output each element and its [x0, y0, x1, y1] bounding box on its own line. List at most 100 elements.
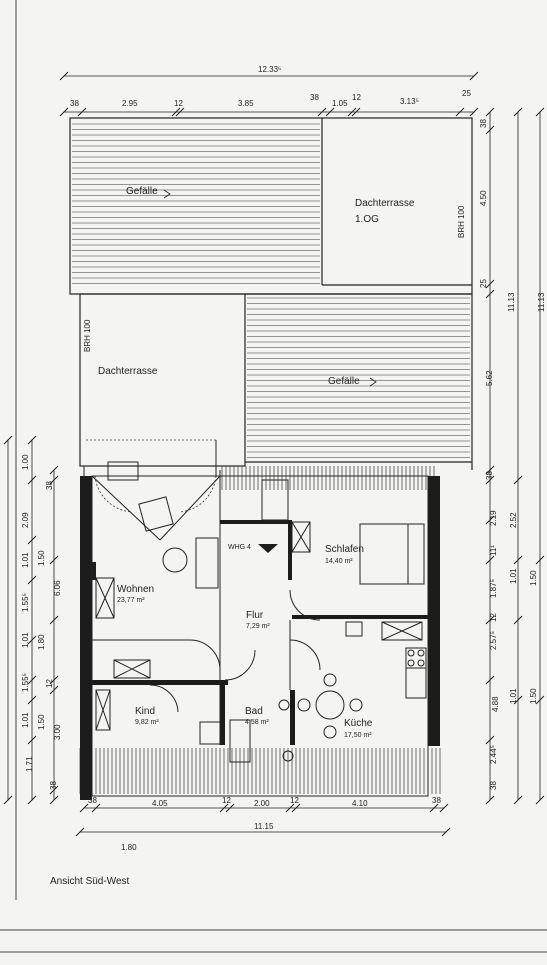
area-kind: 9,82 m²	[135, 719, 159, 726]
dimension-tick	[441, 827, 451, 837]
dimension-tick	[49, 465, 59, 475]
dimension-tick	[485, 475, 495, 485]
label-wohnen: Wohnen	[117, 584, 154, 595]
dim-left-2: 2.09	[21, 512, 30, 528]
area-bad: 4,58 m²	[245, 719, 269, 726]
dim-left-m5: 1.50	[37, 714, 46, 730]
dimension-tick	[27, 535, 37, 545]
dimension-ticks	[3, 71, 545, 837]
dimension-tick	[75, 827, 85, 837]
dim-left-m2: 1.50	[37, 550, 46, 566]
dimension-tick	[535, 555, 545, 565]
dim-bottom-7: 38	[432, 796, 441, 805]
dimension-tick	[439, 803, 449, 813]
dimension-tick	[291, 803, 301, 813]
dimension-tick	[513, 475, 523, 485]
dim-right-7: 11¹	[489, 545, 498, 556]
dimension-tick	[485, 465, 495, 475]
dimension-tick	[27, 475, 37, 485]
dimension-tick	[59, 71, 69, 81]
dim-top-7: 12	[352, 93, 361, 102]
dim-left-5: 1.01	[21, 632, 30, 648]
dim-right-s5: 1.50	[529, 688, 538, 704]
dim-top-6: 1.05	[332, 99, 348, 108]
dim-left-8: 1.71	[25, 756, 34, 772]
dimension-tick	[351, 107, 361, 117]
dim-right-s3: 1.50	[529, 570, 538, 586]
dim-top-8: 3.13⁵	[400, 97, 419, 106]
dimension-tick	[485, 279, 495, 289]
dim-bottom-1: 38	[88, 796, 97, 805]
dim-right-3: 25	[479, 279, 488, 288]
dimension-tick	[513, 107, 523, 117]
dimension-tick	[27, 795, 37, 805]
dimension-tick	[49, 475, 59, 485]
dimension-tick	[175, 107, 185, 117]
dimension-tick	[485, 675, 495, 685]
dim-right-t1: 11.13	[507, 292, 516, 312]
dimension-tick	[535, 107, 545, 117]
dim-bottom-6: 4.10	[352, 799, 368, 808]
dimension-tick	[285, 803, 295, 813]
dimension-tick	[429, 803, 439, 813]
label-kueche: Küche	[344, 718, 373, 729]
dimension-tick	[513, 615, 523, 625]
stair-arrow-icon	[258, 544, 278, 553]
dimension-tick	[325, 107, 335, 117]
dim-left-6: 1.55⁵	[21, 673, 30, 692]
dim-top-9: 25	[462, 89, 471, 98]
dim-right-12: 2.44⁵	[489, 745, 498, 764]
area-wohnen: 23,77 m²	[117, 597, 145, 604]
dim-right-2: 4.50	[479, 190, 488, 206]
dimension-tick	[3, 435, 13, 445]
dimension-tick	[513, 555, 523, 565]
dim-left-1: 1.00	[21, 454, 30, 470]
dimension-tick	[27, 435, 37, 445]
dimension-tick	[49, 795, 59, 805]
label-bad: Bad	[245, 706, 263, 717]
dim-right-13: 38	[489, 781, 498, 790]
dimension-tick	[27, 695, 37, 705]
dimension-tick	[485, 125, 495, 135]
dimension-tick	[485, 615, 495, 625]
dimension-tick	[469, 71, 479, 81]
dimension-tick	[317, 107, 327, 117]
area-kueche: 17,50 m²	[344, 732, 372, 739]
dim-right-s4: 1.01	[509, 688, 518, 704]
dim-left-m4: 12	[45, 679, 54, 688]
dim-bottom-5: 12	[290, 796, 299, 805]
dimension-tick	[225, 803, 235, 813]
dim-bottom-extra: 1.80	[121, 843, 137, 852]
dimension-tick	[27, 575, 37, 585]
label-kind: Kind	[135, 706, 155, 717]
dim-right-8: 1.87⁵	[489, 579, 498, 598]
dim-bottom-4: 2.00	[254, 799, 270, 808]
dim-left-m3: 1.80	[37, 634, 46, 650]
dimension-tick	[219, 803, 229, 813]
dimension-tick	[77, 107, 87, 117]
dimension-tick	[485, 735, 495, 745]
area-schlafen: 14,40 m²	[325, 558, 353, 565]
dimension-tick	[49, 555, 59, 565]
dimension-tick	[3, 795, 13, 805]
terrace-hatch-right	[247, 297, 470, 458]
dimension-tick	[455, 107, 465, 117]
dimension-tick	[49, 675, 59, 685]
dimension-tick	[485, 795, 495, 805]
dim-right-5: 38	[485, 471, 494, 480]
dim-right-11: 4.88	[491, 696, 500, 712]
dim-top-5: 38	[310, 93, 319, 102]
label-dachterrasse-og: Dachterrasse	[355, 198, 415, 209]
dim-right-9: 12	[489, 613, 498, 622]
dimension-tick	[27, 635, 37, 645]
balcony-hatch-top	[221, 466, 435, 490]
dim-top-2: 2.95	[122, 99, 138, 108]
dim-bottom-total: 11.15	[254, 822, 274, 831]
dim-right-10: 2.57⁵	[489, 631, 498, 650]
dim-top-4: 3.85	[238, 99, 254, 108]
label-flur: Flur	[246, 610, 264, 621]
dimension-tick	[485, 555, 495, 565]
